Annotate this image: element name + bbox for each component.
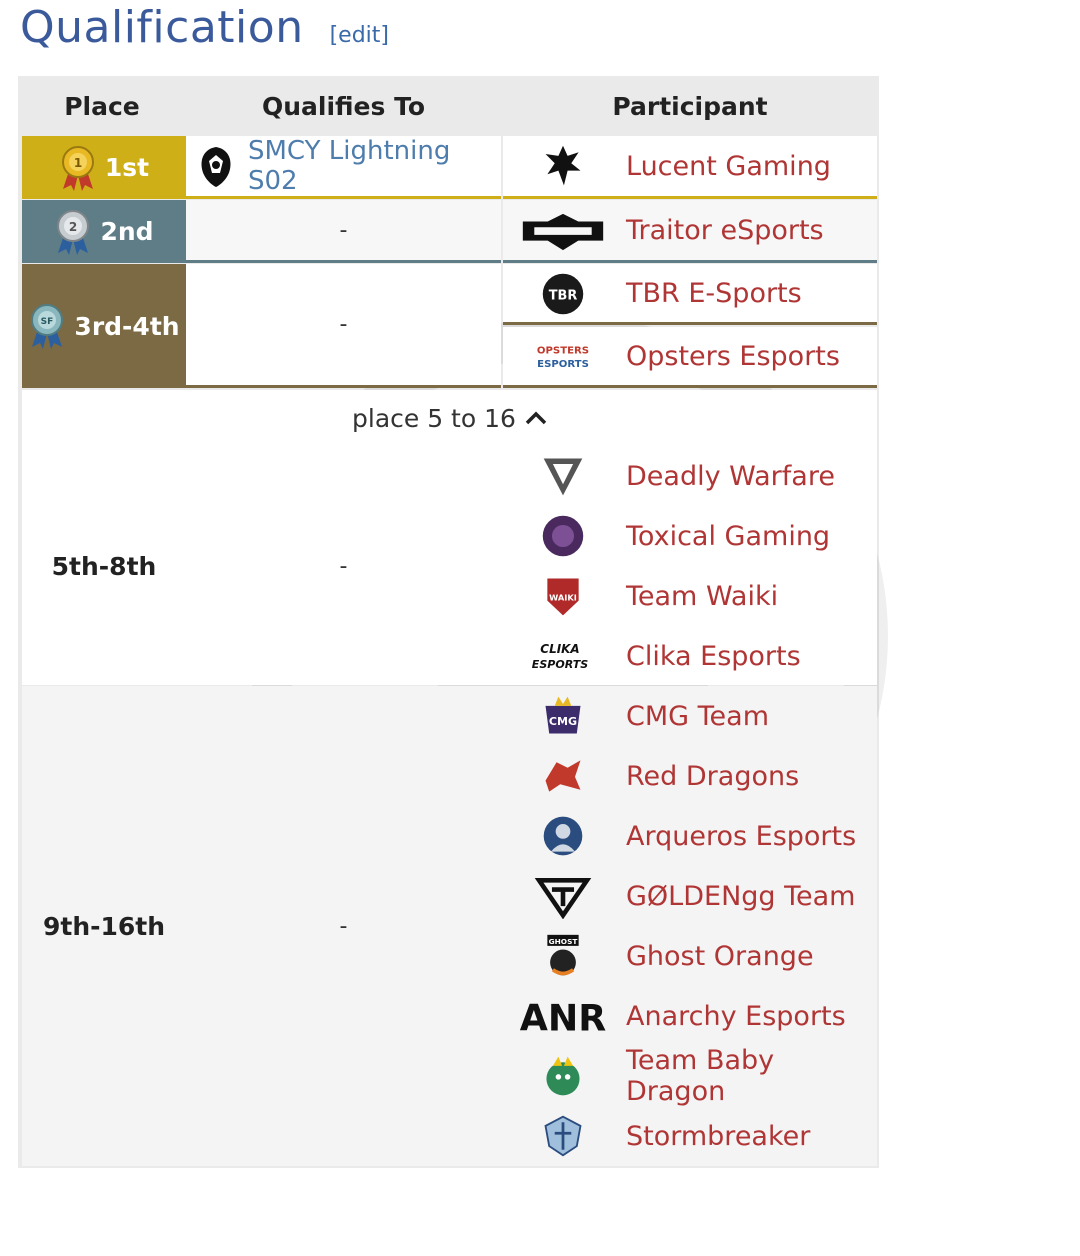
sf-medal-icon: SF [31,304,64,349]
participant-cell-goldengg-team: GØLDENgg Team [503,866,877,926]
team-link-traitor-esports[interactable]: Traitor eSports [626,214,824,246]
participant-cell-ghost-orange: GHOST Ghost Orange [503,926,877,986]
team-link-lucent-gaming[interactable]: Lucent Gaming [626,150,831,182]
gold-medal-icon: 1 [61,145,94,191]
place-cell-3rd-4th: SF 3rd-4th [22,264,186,388]
team-link-stormbreaker[interactable]: Stormbreaker [626,1120,811,1152]
place-cell-2nd: 2 2nd [22,200,186,263]
svg-text:1: 1 [74,156,82,170]
goldengg-logo-icon [528,870,598,922]
participant-cell-toxical-gaming: Toxical Gaming [503,506,877,566]
qualifies-cell-5th-8th: - [339,553,348,579]
header-participant: Participant [612,92,768,121]
participant-cell-arqueros-esports: Arqueros Esports [503,806,877,866]
team-link-team-waiki[interactable]: Team Waiki [626,580,779,612]
ghost-orange-logo-icon: GHOST [528,930,598,982]
svg-text:CMG: CMG [549,715,577,728]
svg-text:OPSTERS: OPSTERS [537,345,589,356]
participant-cell-stormbreaker: Stormbreaker [503,1106,877,1166]
svg-text:ESPORTS: ESPORTS [537,359,589,370]
svg-text:SF: SF [41,317,54,327]
svg-text:ESPORTS: ESPORTS [532,658,588,671]
tbr-logo-icon: TBR [528,268,598,320]
participant-cell-cmg-team: CMG CMG Team [503,686,877,746]
qualifies-cell-1st: SMCY Lightning S02 [186,136,501,199]
team-link-ghost-orange[interactable]: Ghost Orange [626,940,814,972]
chevron-up-icon [525,411,547,425]
participant-cell-team-baby-dragon: Team Baby Dragon [503,1045,877,1107]
place-cell-9th-16th: 9th-16th [42,911,166,941]
participant-cell-anarchy-esports: ANR Anarchy Esports [503,986,877,1046]
team-link-arqueros-esports[interactable]: Arqueros Esports [626,820,857,852]
header-place: Place [64,92,140,121]
stormbreaker-logo-icon [528,1110,598,1162]
svg-text:GHOST: GHOST [549,937,578,946]
participant-cell-tbr: TBR TBR E-Sports [503,264,877,325]
baby-dragon-logo-icon [528,1050,598,1102]
silver-medal-icon: 2 [57,209,90,255]
section-title: Qualification [20,2,304,53]
cmg-logo-icon: CMG [528,690,598,742]
team-link-opsters-esports[interactable]: Opsters Esports [626,340,840,372]
team-waiki-logo-icon: WAIKI [528,570,598,622]
participant-cell-red-dragons: Red Dragons [503,746,877,806]
place-label-1st: 1st [104,153,150,182]
svg-text:2: 2 [69,220,77,234]
team-link-toxical-gaming[interactable]: Toxical Gaming [626,520,831,552]
team-link-cmg-team[interactable]: CMG Team [626,700,770,732]
smcy-logo-icon [201,147,231,187]
participant-cell-opsters: OPSTERS ESPORTS Opsters Esports [503,327,877,388]
opsters-logo-icon: OPSTERS ESPORTS [528,331,598,383]
clika-esports-logo-icon: CLIKA ESPORTS [525,630,595,682]
toxical-gaming-logo-icon [528,510,598,562]
team-link-anarchy-esports[interactable]: Anarchy Esports [626,1000,846,1032]
svg-text:ANR: ANR [520,996,607,1038]
qualifies-cell-2nd: - [186,200,501,263]
participant-cell-deadly-warfare: Deadly Warfare [503,446,877,506]
group-5th-8th [22,390,877,685]
team-link-deadly-warfare[interactable]: Deadly Warfare [626,460,835,492]
team-link-red-dragons[interactable]: Red Dragons [626,760,800,792]
red-dragons-logo-icon [528,750,598,802]
qualifies-link-smcy[interactable]: SMCY Lightning S02 [248,136,451,196]
participant-cell-team-waiki: WAIKI Team Waiki [503,566,877,626]
anarchy-logo-icon: ANR [517,990,609,1042]
place-cell-1st: 1 1st [22,136,186,199]
participant-cell-clika-esports: CLIKA ESPORTS Clika Esports [503,626,877,686]
deadly-warfare-logo-icon [528,450,598,502]
dragon-logo-icon [528,140,598,192]
svg-text:TBR: TBR [549,289,578,304]
participant-cell-2nd: Traitor eSports [503,200,877,263]
svg-text:WAIKI: WAIKI [549,593,577,603]
place-label-3rd-4th: 3rd-4th [74,311,180,341]
toggle-place-5-16[interactable]: place 5 to 16 [352,398,548,438]
team-link-clika-esports[interactable]: Clika Esports [626,640,801,672]
header-qualifies-to: Qualifies To [261,92,426,121]
team-link-team-baby-dragon[interactable]: Team Baby Dragon [626,1045,775,1107]
section-heading: Qualification [edit] [20,2,389,58]
edit-link[interactable]: [edit] [329,23,389,48]
svg-text:CLIKA: CLIKA [540,642,579,656]
team-link-goldengg-team[interactable]: GØLDENgg Team [626,880,856,912]
qualification-table: Place Qualifies To Participant 1 1st SMC… [18,76,888,1168]
team-link-tbr-esports[interactable]: TBR E-Sports [626,277,802,309]
group-9th-16th [22,686,877,1166]
toggle-label: place 5 to 16 [352,403,516,433]
place-cell-5th-8th: 5th-8th [51,551,157,581]
traitor-logo-icon [517,206,609,258]
participant-cell-1st: Lucent Gaming [503,136,877,199]
arqueros-logo-icon [528,810,598,862]
qualifies-cell-9th-16th: - [339,913,348,939]
place-label-2nd: 2nd [100,217,154,246]
qualifies-cell-3rd-4th: - [186,264,501,388]
